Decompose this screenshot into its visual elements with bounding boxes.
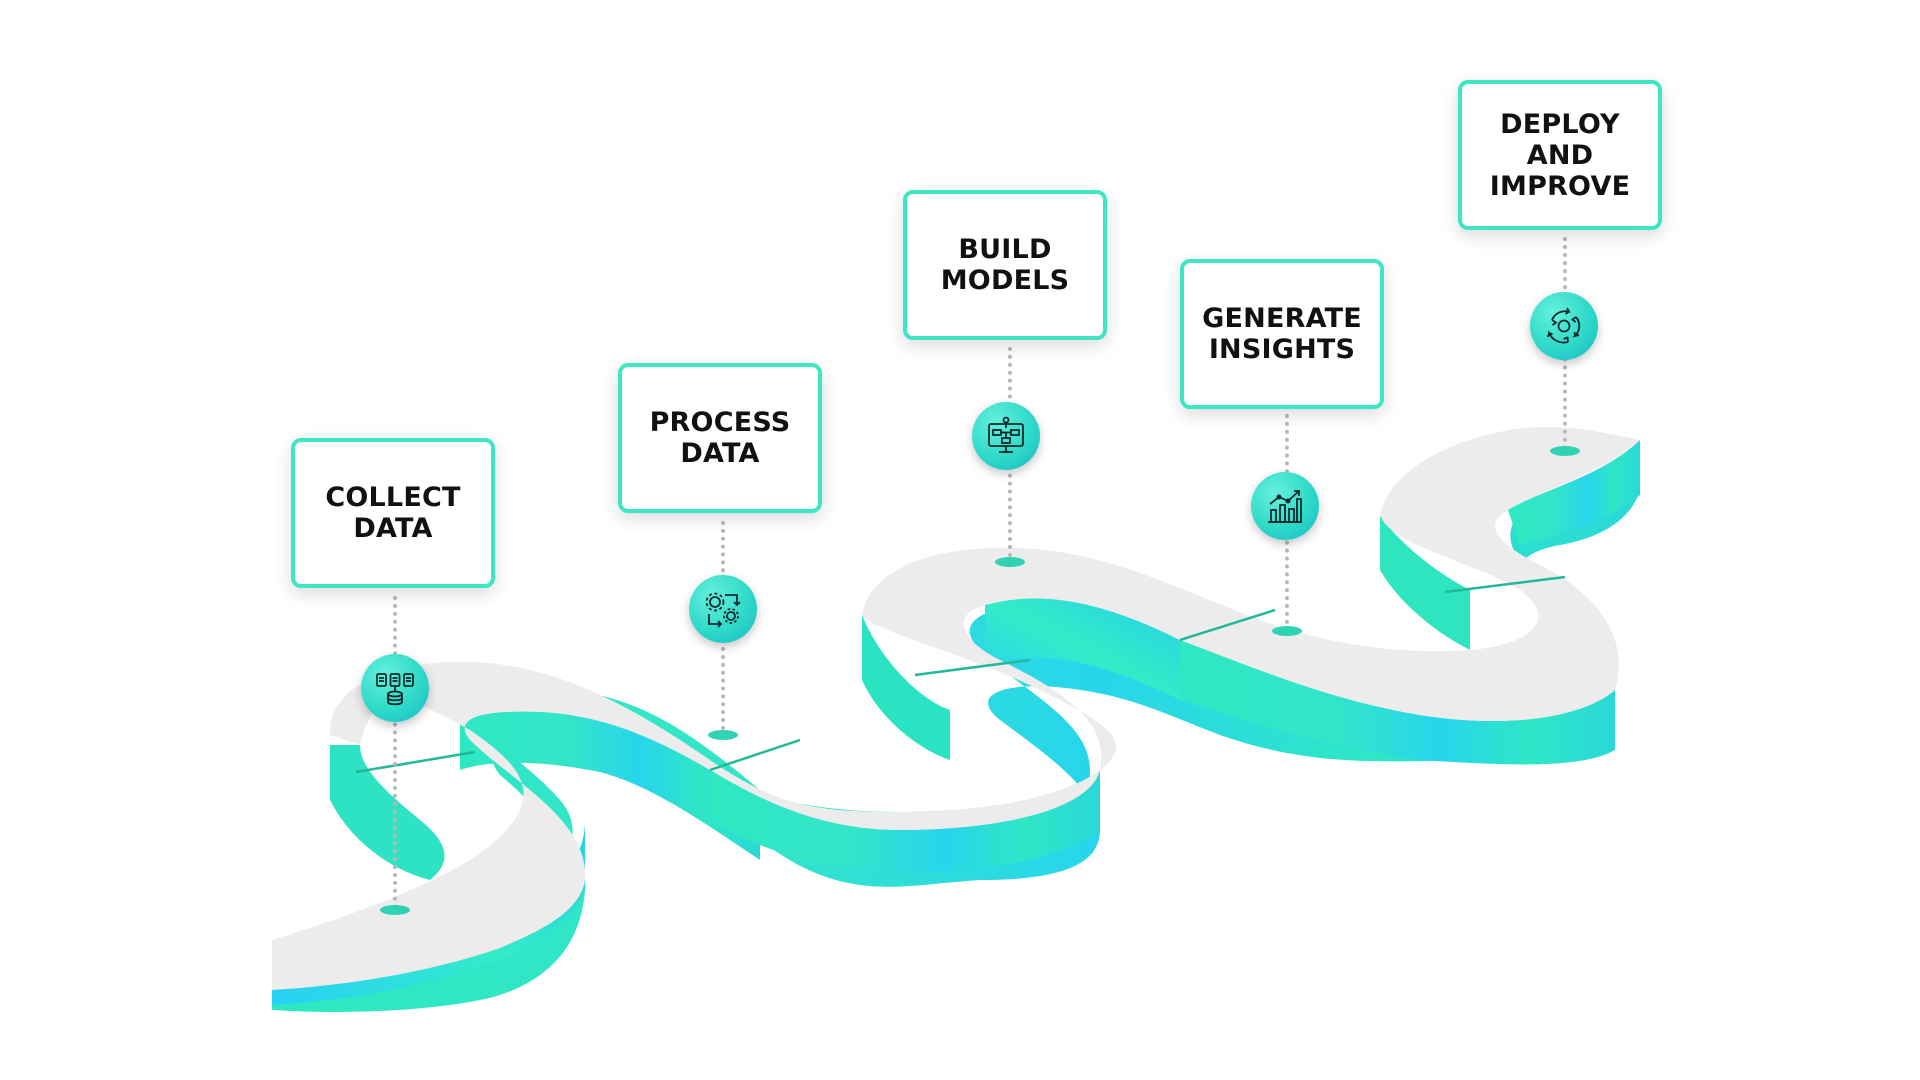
step-card-generate-insights: GENERATE INSIGHTS <box>1180 259 1384 409</box>
step-card-process-data: PROCESS DATA <box>618 363 822 513</box>
road-marker-process-data <box>708 730 738 740</box>
step-label-build-models: BUILD MODELS <box>940 234 1070 296</box>
step-card-build-models: BUILD MODELS <box>903 190 1107 340</box>
gears-icon <box>689 575 757 643</box>
step-card-collect-data: COLLECT DATA <box>291 438 495 588</box>
road-marker-generate-insights <box>1272 626 1302 636</box>
step-label-generate-insights: GENERATE INSIGHTS <box>1202 303 1362 365</box>
connector-collect-data <box>393 596 397 909</box>
road-marker-build-models <box>995 557 1025 567</box>
road-marker-collect-data <box>380 905 410 915</box>
cycle-arrows-icon <box>1530 292 1598 360</box>
growth-chart-icon <box>1251 472 1319 540</box>
road-marker-deploy-and-improve <box>1550 446 1580 456</box>
road-segment-lines <box>355 575 1566 774</box>
step-label-deploy-and-improve: DEPLOY AND IMPROVE <box>1489 108 1631 202</box>
step-card-deploy-and-improve: DEPLOY AND IMPROVE <box>1458 80 1662 230</box>
step-label-process-data: PROCESS DATA <box>649 407 791 469</box>
step-label-collect-data: COLLECT DATA <box>325 482 461 544</box>
model-monitor-icon <box>972 402 1040 470</box>
database-icon <box>361 654 429 722</box>
